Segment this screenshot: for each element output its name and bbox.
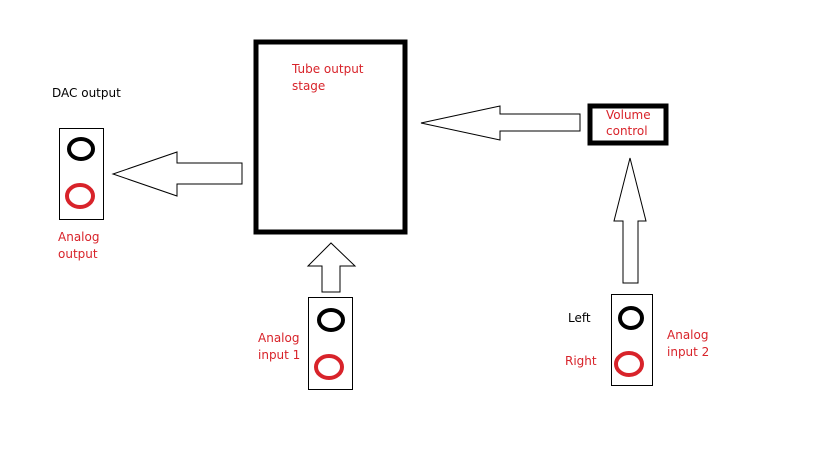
tube-output-stage-box: [253, 39, 408, 235]
analog-input-2-right-jack: [614, 351, 644, 377]
analog-input-2-label: Analog input 2: [667, 328, 710, 359]
volume-control-box: [587, 103, 669, 146]
analog-output-black-jack: [67, 137, 95, 161]
arrow-volume-to-tube: [420, 105, 581, 141]
volume-control-label: Volume control: [606, 108, 651, 138]
left-channel-label: Left: [568, 311, 591, 325]
right-channel-label: Right: [565, 354, 597, 368]
analog-input-2-left-jack: [618, 306, 644, 330]
analog-output-label: Analog output: [58, 230, 100, 261]
tube-output-stage-label: Tube output stage: [292, 62, 364, 93]
analog-output-jack-panel: [59, 128, 104, 220]
dac-output-label: DAC output: [52, 86, 121, 100]
arrow-input1-to-tube: [306, 242, 357, 293]
analog-input-1-jack-panel: [308, 297, 353, 390]
arrow-input2-to-volume: [613, 157, 647, 284]
analog-input-1-label: Analog input 1: [258, 331, 301, 362]
analog-input-1-red-jack: [314, 354, 344, 380]
analog-output-red-jack: [65, 183, 95, 209]
arrow-tube-to-output: [111, 151, 243, 197]
analog-input-1-black-jack: [317, 308, 345, 332]
